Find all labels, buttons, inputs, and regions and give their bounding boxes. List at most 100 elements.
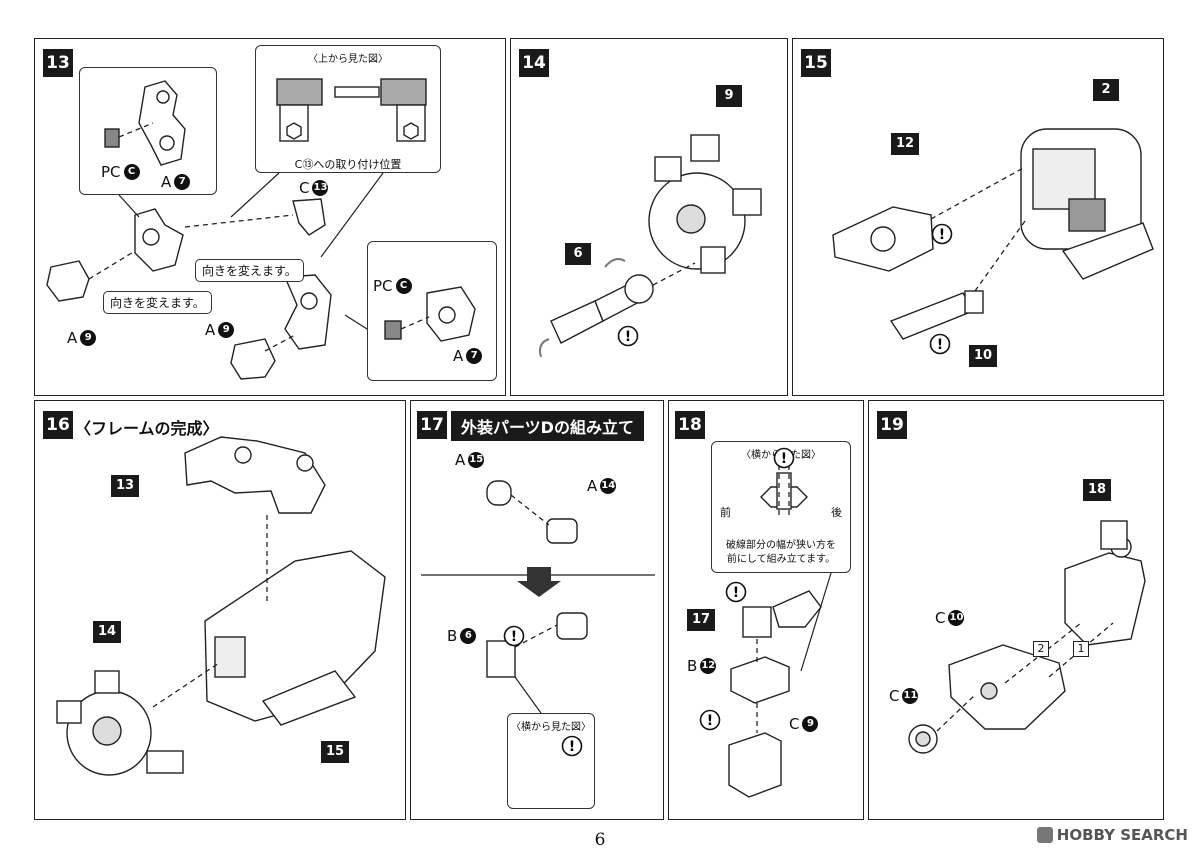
label-text: A	[67, 329, 78, 347]
step-18-parts-drawing	[728, 465, 832, 798]
part-symbol: C	[123, 164, 140, 180]
svg-text:!: !	[939, 227, 945, 243]
caution-icon: !	[561, 735, 583, 757]
caution-icon: !	[931, 223, 953, 245]
step-number: 17	[417, 411, 447, 439]
part-symbol: 10	[948, 610, 965, 626]
part-symbol: 11	[902, 688, 919, 704]
part-tag-2: 2	[1093, 79, 1119, 101]
label-text: A	[453, 347, 464, 365]
label-text: C	[789, 715, 800, 733]
back-label: 後	[831, 506, 842, 519]
step-14-panel: 14 9 6 !	[510, 38, 788, 396]
caution-icon: !	[929, 333, 951, 355]
part-tag-12: 12	[891, 133, 920, 155]
step-15-parts-drawing	[832, 128, 1154, 340]
watermark: HOBBY SEARCH	[1036, 826, 1188, 844]
part-symbol: 6	[460, 628, 477, 644]
part-symbol: 7	[174, 174, 191, 190]
part-tag-15: 15	[321, 741, 350, 763]
caution-icon: !	[699, 709, 721, 731]
part-symbol: 9	[218, 322, 235, 338]
part-symbol: 15	[468, 452, 485, 468]
label-text: C	[299, 179, 310, 197]
inset-caption: 〈横から見た図〉	[511, 722, 591, 733]
step-number: 16	[43, 411, 73, 439]
part-symbol: 7	[466, 348, 483, 364]
watermark-logo-icon	[1036, 827, 1053, 843]
step-13-panel: 13 〈上から見た図〉 C⑬への取り付け位置	[34, 38, 506, 396]
step-19-parts-drawing	[908, 520, 1146, 754]
step-16-panel: 16 〈フレームの完成〉 13 14 15	[34, 400, 406, 820]
part-tag-17: 17	[687, 609, 716, 631]
part-symbol: C	[395, 278, 412, 294]
label-text: PC	[373, 277, 393, 295]
front-label: 前	[720, 506, 731, 519]
svg-text:!: !	[707, 713, 713, 729]
side-view-inset: 〈横から見た図〉	[507, 713, 595, 809]
part-symbol: 9	[802, 716, 819, 732]
svg-text:!: !	[511, 629, 517, 645]
instruction-line-1: 破線部分の幅が狭い方を	[726, 540, 836, 551]
step-number: 15	[801, 49, 831, 77]
step-15-panel: 15 2 12 10 ! !	[792, 38, 1164, 396]
page-number: 6	[594, 830, 606, 850]
part-symbol: 9	[80, 330, 97, 346]
part-tag-6: 6	[565, 243, 591, 265]
caution-icon: !	[773, 447, 795, 469]
svg-text:!: !	[937, 337, 943, 353]
part-tag-13: 13	[111, 475, 140, 497]
instruction-line-2: 前にして組み立てます。	[726, 554, 836, 565]
part-tag-9: 9	[716, 85, 742, 107]
step-title: 〈フレームの完成〉	[75, 419, 219, 438]
part-tag-14: 14	[93, 621, 122, 643]
step-18-panel: 18 〈横から見た図〉 前 後 破線部分の幅が狭い方を 前にして組み立てます。 …	[668, 400, 864, 820]
part-symbol: 12	[700, 658, 717, 674]
rotate-note-1: 向きを変えます。	[195, 259, 304, 282]
label-text: A	[587, 477, 598, 495]
svg-text:!: !	[569, 739, 575, 755]
step-16-parts-drawing	[56, 436, 386, 776]
part-symbol: 14	[600, 478, 617, 494]
label-text: A	[161, 173, 172, 191]
label-text: A	[455, 451, 466, 469]
label-text: B	[687, 657, 698, 675]
step-number: 14	[519, 49, 549, 77]
part-symbol: 13	[312, 180, 329, 196]
inset-note: C⑬への取り付け位置	[294, 158, 402, 171]
step-number: 19	[877, 411, 907, 439]
caution-icon: !	[503, 625, 525, 647]
label-text: C	[935, 609, 946, 627]
caution-icon: !	[617, 325, 639, 347]
step-14-parts-drawing	[539, 134, 762, 358]
watermark-text: HOBBY SEARCH	[1056, 826, 1188, 844]
order-box-1: 1	[1073, 641, 1089, 657]
order-box-2: 2	[1033, 641, 1049, 657]
inset-caption: 〈上から見た図〉	[308, 54, 388, 65]
caution-icon: !	[725, 581, 747, 603]
svg-text:!: !	[733, 585, 739, 601]
rotate-note-2: 向きを変えます。	[103, 291, 212, 314]
svg-text:!: !	[781, 451, 787, 467]
step-title: 外装パーツDの組み立て	[451, 411, 644, 441]
part-tag-18: 18	[1083, 479, 1112, 501]
label-text: A	[205, 321, 216, 339]
label-text: B	[447, 627, 458, 645]
step-number: 13	[43, 49, 73, 77]
label-text: C	[889, 687, 900, 705]
